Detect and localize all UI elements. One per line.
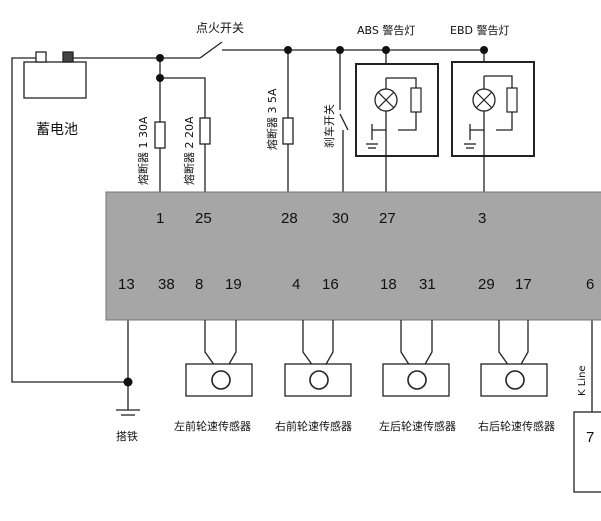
pin-4: 4 — [292, 276, 300, 293]
ebd-warning-lamp — [451, 61, 535, 157]
pin-31: 31 — [419, 276, 436, 293]
pin-29: 29 — [478, 276, 495, 293]
pin-18: 18 — [380, 276, 397, 293]
k-line-label: K Line — [577, 365, 588, 396]
pin-27: 27 — [379, 210, 396, 227]
abs-warning-lamp — [355, 63, 439, 157]
sensor-left-front-label: 左前轮速传感器 — [174, 419, 251, 433]
junction-dots — [123, 46, 488, 387]
pin-19: 19 — [225, 276, 242, 293]
pin-6: 6 — [586, 276, 594, 293]
battery-symbol — [23, 51, 87, 99]
ebd-lamp-label: EBD 警告灯 — [450, 23, 509, 37]
ecu-top-pins: 1 25 28 30 27 3 — [156, 210, 486, 227]
pin-8: 8 — [195, 276, 203, 293]
pin-25: 25 — [195, 210, 212, 227]
k-line-pin: 7 — [586, 429, 594, 446]
fuse-2-label: 熔断器 2 20A — [182, 116, 196, 185]
sensor-right-rear — [480, 320, 548, 397]
sensor-right-front — [284, 320, 352, 397]
pin-13: 13 — [118, 276, 135, 293]
sensor-left-rear — [382, 320, 450, 397]
abs-lamp-label: ABS 警告灯 — [357, 23, 415, 37]
fuse-1-label: 熔断器 1 30A — [136, 116, 150, 185]
pin-30: 30 — [332, 210, 349, 227]
pin-28: 28 — [281, 210, 298, 227]
fuse-3 — [282, 117, 294, 145]
pin-1: 1 — [156, 210, 164, 227]
sensor-left-rear-label: 左后轮速传感器 — [379, 419, 456, 433]
k-line-connector — [573, 411, 601, 493]
abs-ecu-module — [105, 191, 601, 321]
battery-label: 蓄电池 — [36, 122, 78, 138]
fuse-2 — [199, 117, 211, 145]
pin-38: 38 — [158, 276, 175, 293]
pin-16: 16 — [322, 276, 339, 293]
pin-17: 17 — [515, 276, 532, 293]
sensor-right-front-label: 右前轮速传感器 — [275, 419, 352, 433]
ground-label: 搭铁 — [116, 430, 138, 443]
fuse-1 — [154, 121, 166, 149]
pin-3: 3 — [478, 210, 486, 227]
sensor-right-rear-label: 右后轮速传感器 — [478, 419, 555, 433]
fuse-3-label: 熔断器 3 5A — [265, 88, 279, 150]
brake-switch-label: 刹车开关 — [322, 104, 336, 148]
ecu-bottom-pins: 13 38 8 19 4 16 18 31 29 17 6 — [118, 276, 594, 293]
sensor-left-front — [185, 320, 253, 397]
ignition-switch-label: 点火开关 — [196, 21, 244, 35]
